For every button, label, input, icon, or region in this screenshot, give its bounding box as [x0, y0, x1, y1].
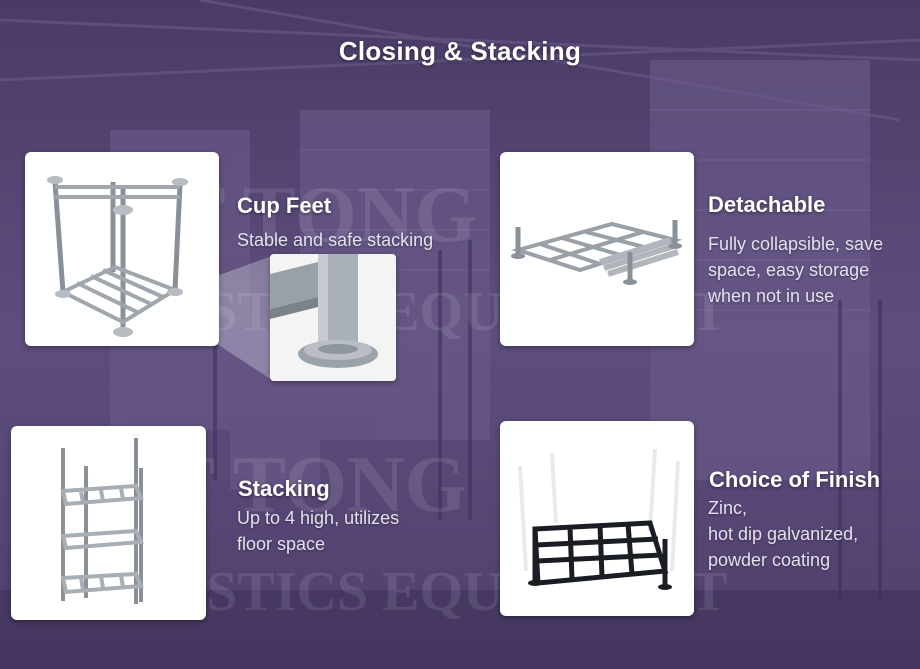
desc-line: when not in use	[708, 286, 835, 306]
desc-line: space, easy storage	[708, 260, 870, 280]
cup-foot-closeup-image	[270, 254, 396, 381]
feature-heading-stacking: Stacking	[238, 476, 330, 501]
feature-heading-finish: Choice of Finish	[709, 467, 881, 492]
feature-desc-finish: Zinc, hot dip galvanized, powder coating	[708, 495, 858, 573]
desc-line: Zinc,	[708, 498, 748, 518]
feature-desc-detachable: Fully collapsible, save space, easy stor…	[708, 231, 883, 309]
feature-heading-detachable: Detachable	[708, 192, 826, 217]
desc-line: Fully collapsible, save	[708, 234, 884, 254]
cup-feet-rack-image	[25, 152, 219, 346]
feature-desc-cup-feet: Stable and safe stacking	[237, 227, 433, 253]
desc-line: Up to 4 high, utilizes	[237, 508, 400, 528]
detachable-rack-image	[500, 152, 694, 346]
page-title: Closing & Stacking	[338, 36, 582, 66]
desc-line: floor space	[237, 534, 326, 554]
feature-desc-stacking: Up to 4 high, utilizes floor space	[237, 505, 399, 557]
finish-rack-image	[500, 421, 694, 616]
desc-line: hot dip galvanized,	[708, 524, 859, 544]
stacking-rack-image	[11, 426, 206, 620]
desc-line: Stable and safe stacking	[237, 230, 434, 250]
feature-heading-cup-feet: Cup Feet	[237, 193, 332, 218]
desc-line: powder coating	[708, 550, 831, 570]
